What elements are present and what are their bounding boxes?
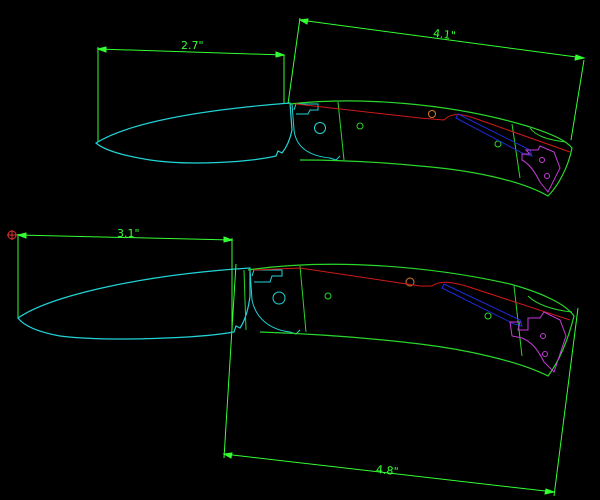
bottom-blade-heel-line (243, 269, 247, 331)
top-handle-outline (289, 100, 573, 197)
top-handle-divider-front (337, 101, 345, 161)
top-blade-dimension (96, 46, 286, 142)
top-handle-divider-back (511, 123, 521, 179)
top-handle-pin-1 (356, 122, 364, 130)
top-blade-outline (94, 102, 293, 164)
bottom-handle-outline (247, 263, 575, 377)
crosshair-circle-icon (7, 230, 17, 240)
top-handle-pin-3 (428, 110, 436, 118)
top-lock-bar (455, 113, 533, 157)
bottom-knife: 3.1" 4.8" (7, 227, 579, 497)
bottom-handle-divider-front (299, 265, 307, 333)
bottom-butt-piece (509, 311, 567, 373)
bottom-tang-notch (251, 269, 283, 283)
bottom-blade-dimension (16, 232, 234, 330)
bottom-blade-outline (17, 267, 251, 340)
bottom-butt-pin-1 (540, 333, 546, 339)
top-overall-dimension (287, 17, 586, 141)
top-handle-butt-curve (529, 127, 567, 143)
top-knife: 2.7" 4.1" (94, 17, 586, 197)
bottom-butt-pin-2 (542, 351, 548, 357)
top-bolster (291, 103, 341, 161)
top-butt-pin-2 (544, 173, 550, 179)
bottom-handle-butt-curve (527, 295, 573, 313)
top-butt-piece (521, 145, 561, 193)
bottom-handle-divider-back (513, 285, 523, 357)
top-spine-line (295, 103, 571, 153)
bottom-bolster (249, 269, 301, 335)
top-blade-length-label: 2.7" (181, 39, 204, 52)
bottom-handle-pin-2 (484, 312, 492, 320)
bottom-blade-length-label: 3.1" (117, 227, 140, 240)
top-pivot-hole (314, 122, 326, 134)
top-butt-pin-1 (539, 157, 545, 163)
bottom-spine-line (253, 267, 571, 321)
bottom-lock-bar (441, 283, 523, 327)
bottom-handle-pin-1 (324, 292, 332, 300)
bottom-overall-dimension (222, 263, 579, 497)
bottom-pivot-hole (272, 291, 286, 305)
bottom-handle-pin-3 (405, 277, 415, 287)
bottom-overall-length-label: 4.8" (375, 463, 399, 478)
top-handle-pin-2 (494, 140, 502, 148)
top-overall-length-label: 4.1" (432, 27, 456, 43)
